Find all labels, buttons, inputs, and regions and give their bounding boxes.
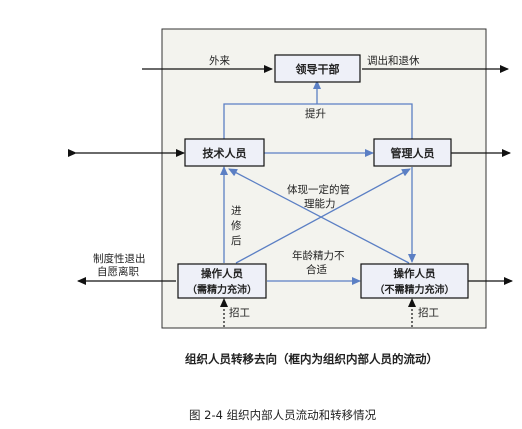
mgmt-label: 管理人员 bbox=[390, 147, 435, 160]
op-to-tech-arrow bbox=[228, 168, 410, 264]
study-label-2: 修 bbox=[231, 220, 242, 232]
transfer-out-label: 调出和退休 bbox=[367, 55, 420, 67]
leader-box bbox=[274, 54, 361, 83]
op-to-mgmt-arrow bbox=[235, 168, 411, 264]
study-label-1: 进 bbox=[231, 205, 242, 217]
diagram-title: 组织人员转移去向（框内为组织内部人员的流动） bbox=[185, 352, 438, 366]
op-right-sublabel: （不需精力充沛） bbox=[374, 285, 455, 296]
promote-label: 提升 bbox=[305, 108, 326, 120]
age-label-1: 年龄精力不 bbox=[292, 250, 345, 262]
mgmt-box bbox=[373, 138, 452, 167]
tech-label: 技术人员 bbox=[202, 147, 247, 160]
op-right-label: 操作人员 bbox=[393, 268, 436, 280]
external-flow-arrows bbox=[68, 65, 513, 327]
leader-label: 领导干部 bbox=[295, 63, 340, 76]
internal-flow-arrows bbox=[220, 80, 416, 285]
op-left-box bbox=[177, 263, 267, 299]
mgmt-ability-label-2: 理能力 bbox=[304, 198, 336, 210]
exit-label-2: 自愿离职 bbox=[97, 266, 139, 278]
external-label: 外来 bbox=[209, 55, 230, 67]
promotion-line bbox=[223, 103, 413, 139]
hire-right-label: 招工 bbox=[418, 307, 439, 319]
age-label-2: 合适 bbox=[306, 264, 327, 276]
mgmt-ability-label-1: 体现一定的管 bbox=[287, 184, 350, 196]
hire-left-label: 招工 bbox=[229, 307, 250, 319]
op-left-sublabel: （需精力充沛） bbox=[187, 285, 257, 296]
figure-title: 图 2-4 组织内部人员流动和转移情况 bbox=[189, 408, 377, 422]
op-right-box bbox=[360, 263, 469, 299]
tech-box bbox=[184, 138, 265, 167]
op-left-label: 操作人员 bbox=[201, 268, 243, 280]
exit-label-1: 制度性退出 bbox=[93, 253, 146, 265]
study-label-3: 后 bbox=[231, 235, 242, 247]
